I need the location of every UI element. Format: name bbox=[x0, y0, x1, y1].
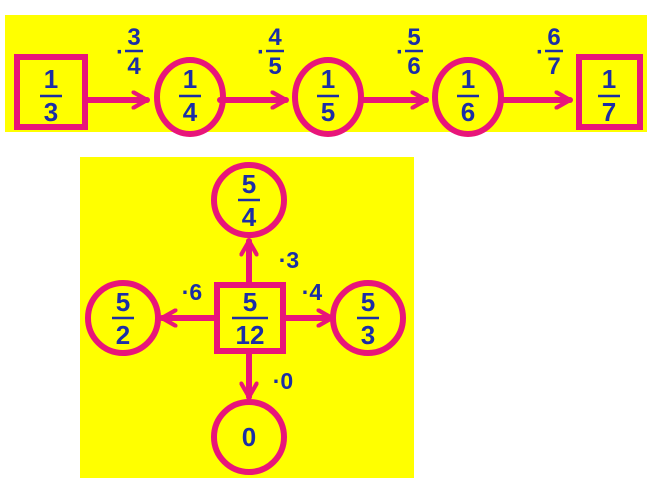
bottom-edge-label: ·0 bbox=[273, 368, 293, 394]
right-node-circle bbox=[330, 280, 406, 356]
fraction-denominator: 3 bbox=[44, 97, 58, 127]
fraction-numerator: 1 bbox=[183, 64, 197, 94]
edge-numerator: 4 bbox=[268, 24, 282, 51]
fraction-numerator: 1 bbox=[461, 64, 475, 94]
bottom-value: 0 bbox=[242, 422, 256, 452]
fraction-numerator: 1 bbox=[602, 64, 616, 94]
chain-node-square bbox=[14, 54, 88, 130]
fraction-numerator: 1 bbox=[321, 64, 335, 94]
center-numerator: 5 bbox=[243, 287, 257, 317]
edge-denominator: 7 bbox=[547, 53, 560, 80]
edge-operator: · bbox=[257, 39, 265, 66]
fraction-denominator: 5 bbox=[321, 97, 335, 127]
left-edge-label: ·6 bbox=[182, 279, 202, 305]
star-panel: 5 12 5 4 5 2 5 3 0 ·3 ·6 ·4 ·0 bbox=[80, 157, 414, 478]
fraction-denominator: 7 bbox=[602, 97, 616, 127]
edge-numerator: 5 bbox=[407, 24, 420, 51]
right-numerator: 5 bbox=[361, 287, 375, 317]
chain-panel: 1 3 1 4 1 5 1 6 1 7 · 3 4 · 4 5 · bbox=[5, 15, 647, 137]
edge-denominator: 4 bbox=[127, 53, 141, 80]
top-denominator: 4 bbox=[242, 202, 257, 232]
top-node-circle bbox=[211, 162, 287, 238]
edge-denominator: 6 bbox=[407, 53, 420, 80]
top-numerator: 5 bbox=[242, 169, 256, 199]
edge-operator: · bbox=[116, 39, 124, 66]
right-edge-label: ·4 bbox=[302, 279, 323, 305]
chain-background bbox=[5, 15, 647, 132]
bottom-node-circle bbox=[211, 399, 287, 475]
chain-node-circle bbox=[432, 57, 504, 137]
right-denominator: 3 bbox=[361, 320, 375, 350]
fraction-denominator: 4 bbox=[183, 97, 198, 127]
center-node-square bbox=[214, 282, 286, 354]
top-edge-label: ·3 bbox=[279, 247, 299, 273]
left-numerator: 5 bbox=[116, 287, 130, 317]
fraction-denominator: 6 bbox=[461, 97, 475, 127]
edge-operator: · bbox=[396, 39, 404, 66]
left-denominator: 2 bbox=[116, 320, 130, 350]
edge-numerator: 3 bbox=[127, 24, 140, 51]
chain-node-circle bbox=[292, 57, 364, 137]
edge-operator: · bbox=[536, 39, 544, 66]
chain-node-circle bbox=[154, 57, 226, 137]
fraction-numerator: 1 bbox=[44, 64, 58, 94]
edge-numerator: 6 bbox=[547, 24, 560, 51]
left-node-circle bbox=[85, 280, 161, 356]
edge-denominator: 5 bbox=[268, 53, 281, 80]
chain-node-square bbox=[576, 54, 643, 130]
center-denominator: 12 bbox=[236, 320, 265, 350]
